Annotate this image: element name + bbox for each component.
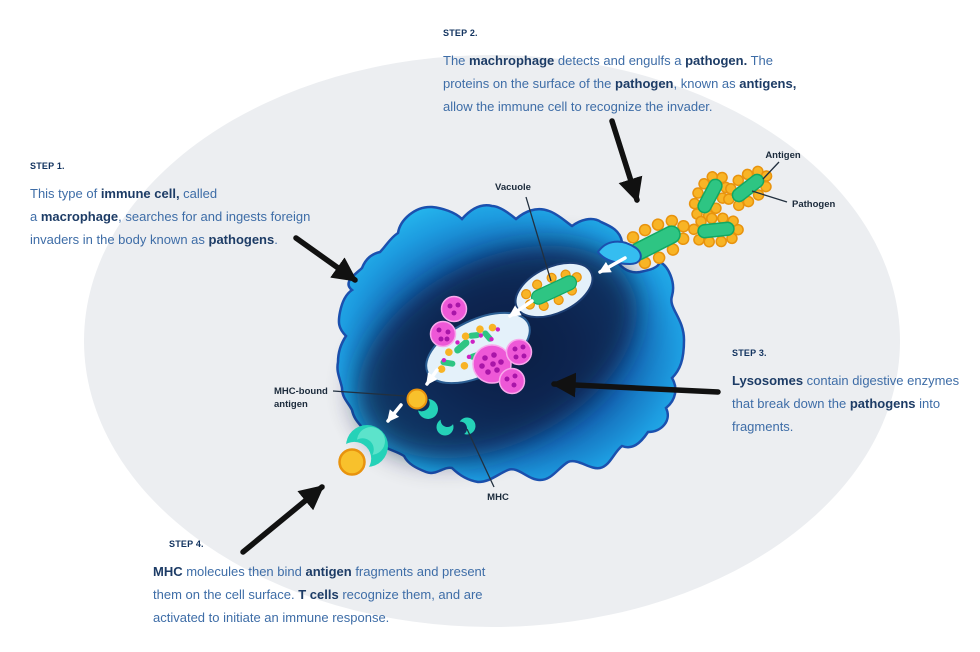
antigen-label: Antigen bbox=[765, 150, 801, 161]
step-2-heading: STEP 2. bbox=[443, 28, 478, 38]
step-2-block: STEP 2. The machrophage detects and engu… bbox=[443, 28, 873, 118]
step-3-heading: STEP 3. bbox=[732, 348, 767, 358]
antigen-fragments bbox=[437, 323, 497, 373]
step-3-block: STEP 3. Lysosomes contain digestive enzy… bbox=[732, 348, 972, 438]
surface-presentation bbox=[337, 416, 396, 476]
step-pointer-arrows bbox=[240, 118, 721, 555]
vacuole-label: Vacuole bbox=[495, 182, 531, 193]
mhc-bound-antigen-dot bbox=[406, 388, 428, 410]
mhc-bound-antigen-label-line2: antigen bbox=[274, 399, 308, 410]
step-2-text: The machrophage detects and engulfs a pa… bbox=[443, 53, 797, 114]
engulfed-pathogen bbox=[617, 214, 690, 270]
step-4-text: MHC molecules then bind antigen fragment… bbox=[153, 564, 486, 625]
pseudopod-tongue bbox=[596, 240, 642, 266]
step-1-heading: STEP 1. bbox=[30, 161, 65, 171]
step-4-block: STEP 4. MHC molecules then bind antigen … bbox=[153, 539, 593, 629]
mhc-molecules bbox=[406, 388, 478, 438]
step-4-heading: STEP 4. bbox=[169, 539, 204, 549]
lysosomes bbox=[429, 295, 533, 395]
mhc-bound-antigen-label-line1: MHC-bound bbox=[274, 386, 328, 397]
pathogen-label: Pathogen bbox=[792, 199, 835, 210]
mhc-label: MHC bbox=[487, 492, 509, 503]
process-arrows bbox=[386, 256, 627, 423]
step-1-block: STEP 1. This type of immune cell, called… bbox=[30, 161, 410, 251]
label-lines bbox=[332, 161, 788, 488]
